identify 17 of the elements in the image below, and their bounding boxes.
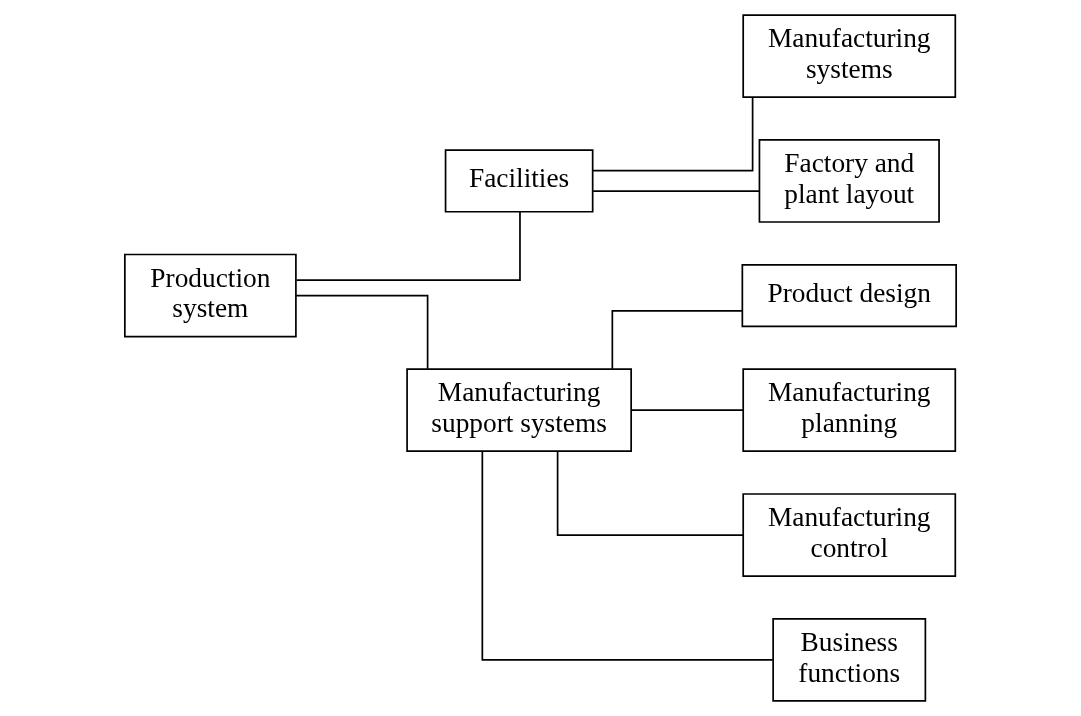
connector (295, 210, 521, 282)
connector (481, 450, 774, 661)
node-box: Manufacturing support systems (406, 368, 632, 453)
node-box: Facilities (444, 149, 594, 213)
node-box: Product design (741, 263, 957, 328)
node-box: Factory and plant layout (758, 139, 940, 223)
connector (592, 190, 760, 193)
connector (556, 450, 744, 536)
node-box: Production system (124, 253, 297, 338)
node-box: Business functions (772, 618, 927, 702)
connector (295, 294, 429, 370)
connector (630, 409, 744, 412)
connector (592, 96, 754, 172)
connector (611, 310, 743, 370)
node-box: Manufacturing systems (742, 14, 957, 98)
node-box: Manufacturing planning (742, 368, 957, 453)
node-box: Manufacturing control (742, 493, 957, 577)
